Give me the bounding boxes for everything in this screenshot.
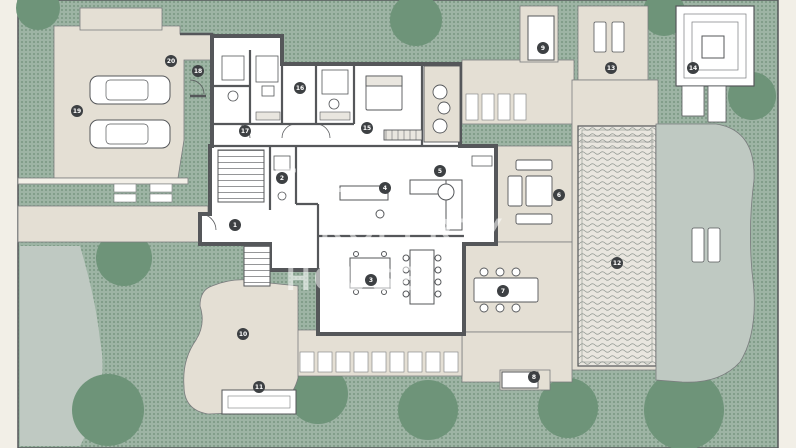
tree xyxy=(288,364,348,424)
west-lawn-terrace xyxy=(183,279,299,415)
room-label-text: 19 xyxy=(73,108,81,115)
room-label-2: 2 xyxy=(276,172,288,184)
room-label-16: 16 xyxy=(294,82,306,94)
pond-loungers xyxy=(691,227,721,263)
house xyxy=(189,34,498,336)
patio-steps xyxy=(299,351,459,373)
room-label-10: 10 xyxy=(237,328,249,340)
wardrobes xyxy=(255,111,351,121)
room-label-text: 18 xyxy=(194,68,202,75)
room-label-14: 14 xyxy=(687,62,699,74)
watermark-line-3: HOUSE xyxy=(286,260,422,298)
car xyxy=(89,75,171,105)
pavilion xyxy=(675,5,755,87)
fireplace xyxy=(471,155,493,167)
trees xyxy=(16,0,776,448)
room-label-text: 10 xyxy=(239,331,247,338)
swimming-pool xyxy=(577,125,657,367)
car xyxy=(89,119,171,149)
room-label-12: 12 xyxy=(611,257,623,269)
loggia-chairs xyxy=(423,65,461,143)
watermark: THE PROPERTY HOUSE xyxy=(276,162,505,298)
room-label-text: 3 xyxy=(369,277,373,284)
room-label-text: 13 xyxy=(607,65,615,72)
room-label-text: 16 xyxy=(296,85,304,92)
room-label-6: 6 xyxy=(553,189,565,201)
bathroom-fixtures xyxy=(221,55,349,201)
room-label-text: 9 xyxy=(541,45,545,52)
room-label-text: 14 xyxy=(689,65,697,72)
room-label-text: 2 xyxy=(280,175,284,182)
room-label-text: 11 xyxy=(255,384,263,391)
room-label-19: 19 xyxy=(71,105,83,117)
garden-bench-structure xyxy=(221,389,297,415)
tree xyxy=(390,0,442,46)
pavilion-passage xyxy=(707,85,727,123)
watermark-line-2: PROPERTY xyxy=(294,212,505,250)
room-label-text: 17 xyxy=(241,128,249,135)
path-edge xyxy=(17,177,189,185)
room-label-8: 8 xyxy=(528,371,540,383)
east-pond xyxy=(655,123,755,383)
entrance-steps xyxy=(243,245,271,287)
room-label-text: 7 xyxy=(501,288,505,295)
driveway-gate xyxy=(79,7,163,31)
room-label-13: 13 xyxy=(605,62,617,74)
tree xyxy=(72,374,144,446)
room-label-text: 6 xyxy=(557,192,561,199)
room-label-text: 4 xyxy=(383,185,387,192)
watermark-line-1: THE xyxy=(276,162,353,200)
room-label-3: 3 xyxy=(365,274,377,286)
room-labels: 1 2 3 4 5 6 7 8 9 10 11 12 13 14 15 16 1… xyxy=(71,42,699,393)
room-label-4: 4 xyxy=(379,182,391,194)
tree xyxy=(398,380,458,440)
pool-inner-edge xyxy=(581,129,653,363)
room-label-text: 1 xyxy=(233,222,237,229)
tree xyxy=(96,230,152,286)
room-label-18: 18 xyxy=(192,65,204,77)
outdoor-dining xyxy=(473,267,539,313)
room-label-7: 7 xyxy=(497,285,509,297)
interior-walls xyxy=(212,50,464,270)
room-label-20: 20 xyxy=(165,55,177,67)
room-label-text: 20 xyxy=(167,58,175,65)
tree xyxy=(644,370,724,448)
room-label-text: 12 xyxy=(613,260,621,267)
north-steps xyxy=(465,93,527,121)
room-label-9: 9 xyxy=(537,42,549,54)
room-label-11: 11 xyxy=(253,381,265,393)
driveway-steps xyxy=(113,183,173,203)
tree xyxy=(16,0,60,30)
staircase xyxy=(217,149,265,203)
sunbeds xyxy=(593,21,625,53)
tree xyxy=(538,378,598,438)
room-label-15: 15 xyxy=(361,122,373,134)
room-label-text: 5 xyxy=(438,168,442,175)
tree xyxy=(642,0,686,36)
room-label-17: 17 xyxy=(239,125,251,137)
room-label-text: 15 xyxy=(363,125,371,132)
entrance-path xyxy=(17,205,209,243)
room-label-1: 1 xyxy=(229,219,241,231)
pool-steps xyxy=(580,135,654,149)
room-label-text: 8 xyxy=(532,374,536,381)
outbuildings xyxy=(221,5,755,415)
bedroom-furniture xyxy=(365,75,423,141)
terrace-lounge xyxy=(507,159,553,225)
room-label-5: 5 xyxy=(434,165,446,177)
garage xyxy=(180,32,214,106)
